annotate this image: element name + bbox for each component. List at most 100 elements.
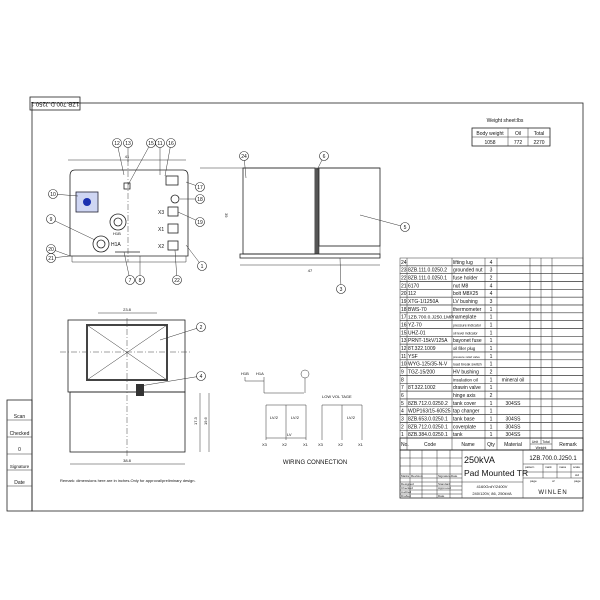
balloon-number: 1 xyxy=(201,264,204,270)
cell-qty: 1 xyxy=(490,362,493,368)
left-signature-strip xyxy=(6,399,33,512)
cell-qty: 1 xyxy=(490,432,493,438)
cell-qty: 4 xyxy=(490,260,493,266)
cell-name: drawin valve xyxy=(453,385,481,391)
cell-no: 9 xyxy=(401,369,404,375)
cell-no: 5 xyxy=(401,401,404,407)
cell-qty: 4 xyxy=(490,291,493,297)
callout-balloon: 22 xyxy=(172,249,182,285)
balloon-number: 5 xyxy=(404,225,407,231)
role-checked: Checked xyxy=(401,486,413,490)
value-oil: 772 xyxy=(514,140,523,146)
cell-name: bolt M8X25 xyxy=(453,291,479,297)
cell-name: tank xyxy=(453,432,463,438)
balloon-number: 15 xyxy=(148,141,154,147)
balloon-number: 13 xyxy=(125,141,131,147)
cell-no: 6 xyxy=(401,393,404,399)
cell-code: 8ZB.111.0.0250.2 xyxy=(408,268,447,274)
cell-code: WDP163/15-60525 xyxy=(408,409,451,415)
callout-balloon: 3 xyxy=(336,257,346,294)
value-body-weight: 1058 xyxy=(484,140,495,146)
spec-hv: 4160GrdY/2400V xyxy=(477,484,508,489)
cell-name: oil filler plug xyxy=(453,346,476,351)
company-name: WINLEN xyxy=(538,490,567,496)
rev-revision: Revision xyxy=(411,474,423,478)
callout-balloon: 16 xyxy=(164,138,176,177)
weight-sheet: Weight sheet:lbs Body weight Oil Total 1… xyxy=(471,118,551,147)
cell-no: 2 xyxy=(401,424,404,430)
balloon-number: 6 xyxy=(323,154,326,160)
spec-lv: 240/120V, 86, 250kVA xyxy=(472,491,512,496)
cell-code: YZ-70 xyxy=(408,322,422,328)
role-approved: Approved xyxy=(438,486,451,490)
cell-qty: 1 xyxy=(490,330,493,336)
cell-code: 8T.322.1002 xyxy=(408,385,436,391)
cell-no: 19 xyxy=(401,299,407,305)
cell-code: 1ZB.700.0.J250.1MP xyxy=(408,315,453,321)
cell-name: thermometer xyxy=(453,307,482,313)
cell-name: bayonet fuse xyxy=(453,338,482,344)
cell-qty: 4 xyxy=(490,283,493,289)
cell-name: tap changer xyxy=(453,409,480,415)
header-weight: Weight xyxy=(536,446,547,450)
balloon-number: 20 xyxy=(48,247,54,253)
label-scan: Scan xyxy=(14,414,26,420)
cell-no: 16 xyxy=(401,322,407,328)
header-no: No. xyxy=(401,442,409,448)
wiring-diagram: H1B H1A LV/2 LV/2 LV X3 X2 X1 LOW VOL TA… xyxy=(241,369,364,466)
rev-signature: Signature xyxy=(438,474,451,478)
label-mark: mark xyxy=(545,465,552,469)
cell-code: 8ZB.712.0.0250.2 xyxy=(408,401,448,407)
callout-balloon: 1 xyxy=(185,244,207,271)
callout-balloon: 8 xyxy=(135,256,145,285)
callout-balloon: 13 xyxy=(123,138,133,162)
label-x3: X3 xyxy=(158,210,164,216)
role-date: Date xyxy=(438,494,445,498)
balloon-number: 21 xyxy=(48,256,54,262)
cell-name: nameplate xyxy=(453,315,477,321)
cell-name: hinge axis xyxy=(453,393,476,399)
callout-balloon: 19 xyxy=(177,211,205,227)
callout-balloon: 21 xyxy=(46,253,71,263)
callout-balloon: 24 xyxy=(239,151,249,179)
cell-no: 13 xyxy=(401,338,407,344)
cell-qty: 1 xyxy=(490,315,493,321)
cell-name: LV bushing xyxy=(453,299,478,305)
value-total: 2270 xyxy=(533,140,544,146)
cell-no: 11 xyxy=(401,354,406,360)
cell-code: UHZ-01 xyxy=(408,330,426,336)
cell-qty: 1 xyxy=(490,322,493,328)
cell-name: tank cover xyxy=(453,401,476,407)
wiring-x2: X2 xyxy=(282,442,288,447)
header-oil: Oil xyxy=(515,131,521,137)
callout-balloon: 18 xyxy=(180,194,205,204)
label-x1: X1 xyxy=(158,227,164,233)
callout-balloon: 12 xyxy=(112,138,125,176)
cell-no: 1 xyxy=(401,432,404,438)
cell-code: TGZ-15/200 xyxy=(408,369,435,375)
header-name: Name xyxy=(461,442,475,448)
cell-name: tank base xyxy=(453,416,475,422)
cell-no: 10 xyxy=(401,362,407,368)
label-page: page xyxy=(530,479,537,483)
balloon-number: 18 xyxy=(197,197,203,203)
cell-material: 304SS xyxy=(505,424,521,430)
label-page-2: page xyxy=(574,479,581,483)
callout-balloon: 17 xyxy=(185,181,205,192)
dim-plan-h1: 17.3 xyxy=(193,416,198,425)
callout-balloon: 5 xyxy=(359,214,410,232)
wiring-lv-half-1: LV/2 xyxy=(270,415,279,420)
